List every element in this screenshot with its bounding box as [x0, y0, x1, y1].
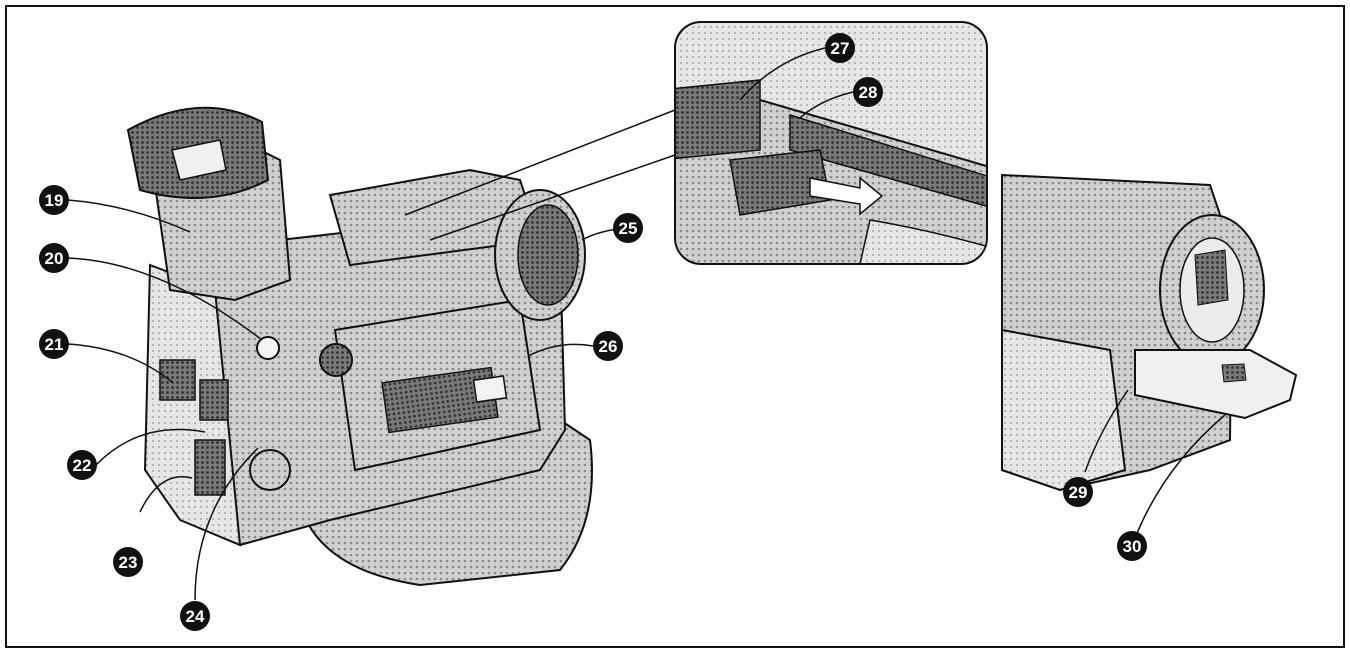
camcorder-main-illustration — [126, 106, 593, 587]
callout-20: 20 — [39, 243, 69, 273]
callout-23: 23 — [113, 547, 143, 577]
svg-text:29: 29 — [1069, 483, 1088, 502]
callout-22: 22 — [67, 450, 97, 480]
svg-text:26: 26 — [599, 337, 618, 356]
svg-text:19: 19 — [45, 191, 64, 210]
callout-24: 24 — [180, 601, 210, 631]
inset-border — [674, 21, 988, 265]
svg-text:24: 24 — [186, 607, 205, 626]
callout-28: 28 — [853, 77, 883, 107]
callout-29: 29 — [1063, 477, 1093, 507]
svg-text:21: 21 — [45, 335, 64, 354]
detail-inset — [404, 21, 988, 265]
svg-text:23: 23 — [119, 553, 138, 572]
callout-25: 25 — [613, 213, 643, 243]
callout-21: 21 — [39, 329, 69, 359]
callout-27: 27 — [825, 33, 855, 63]
svg-text:28: 28 — [859, 83, 878, 102]
svg-text:30: 30 — [1123, 537, 1142, 556]
svg-text:22: 22 — [73, 456, 92, 475]
callout-30: 30 — [1117, 531, 1147, 561]
svg-text:20: 20 — [45, 249, 64, 268]
svg-text:25: 25 — [619, 219, 638, 238]
callout-19: 19 — [39, 185, 69, 215]
leader-lines — [67, 47, 1226, 601]
figure-border — [5, 5, 1345, 648]
camcorder-card-illustration — [1001, 173, 1298, 492]
callout-26: 26 — [593, 331, 623, 361]
svg-text:27: 27 — [831, 39, 850, 58]
